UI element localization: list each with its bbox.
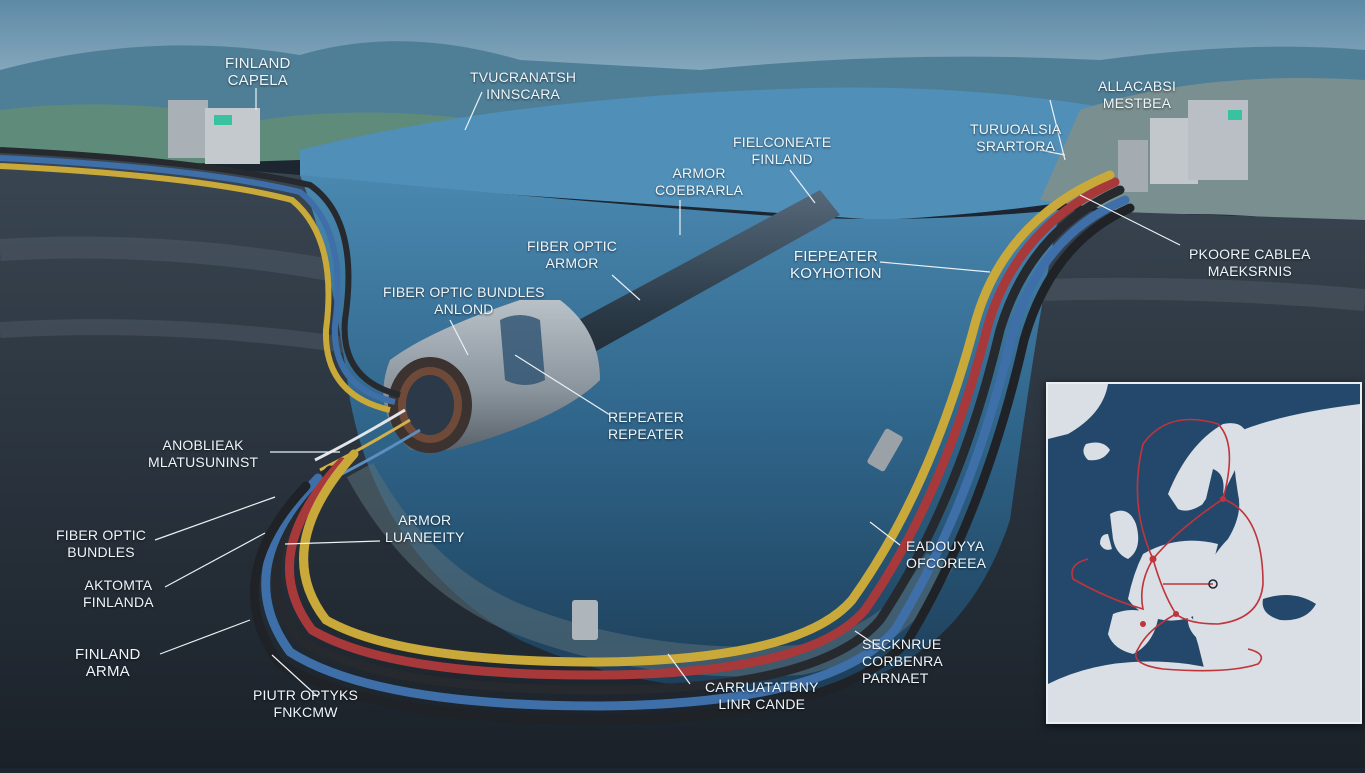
europe-map [1048, 384, 1360, 722]
landing-station-left [168, 100, 260, 164]
landing-station-right [1118, 100, 1248, 192]
europe-route-inset-map [1046, 382, 1362, 724]
